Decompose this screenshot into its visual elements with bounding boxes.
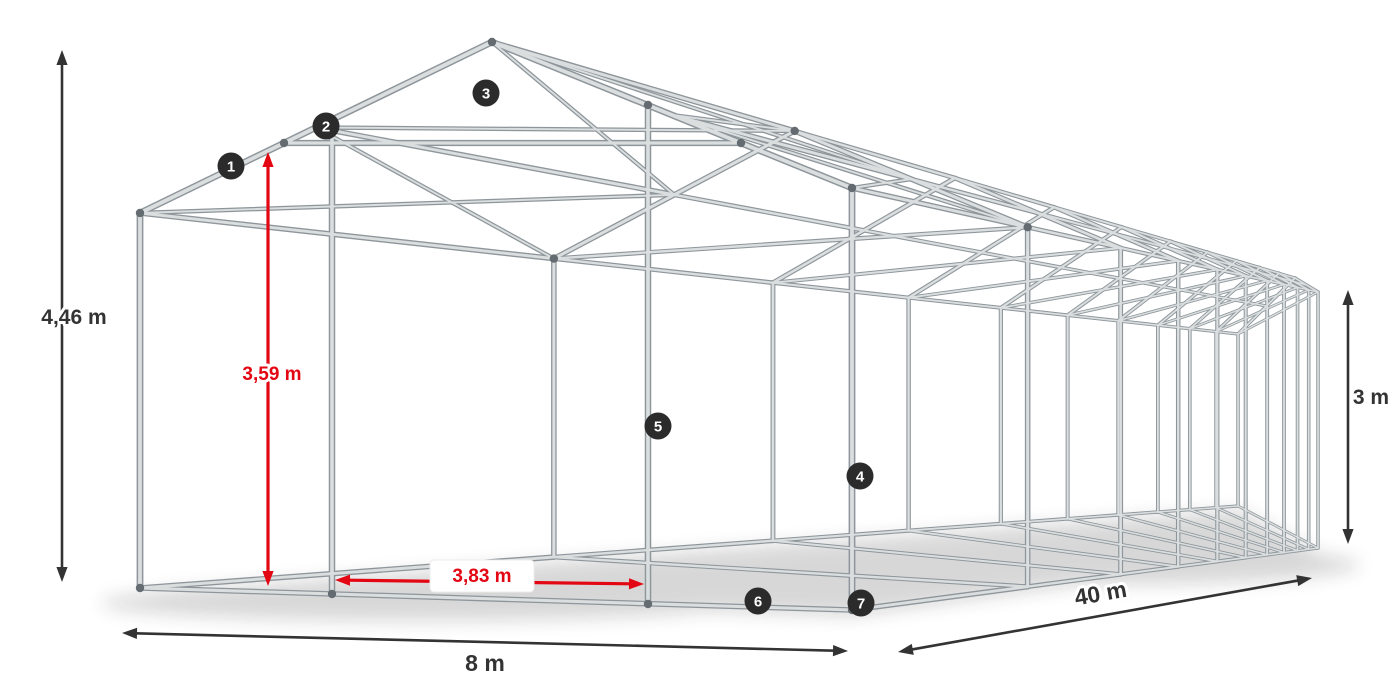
label-inner-height: 3,59 m	[242, 364, 301, 385]
label-width: 8 m	[465, 650, 505, 676]
label-side-height: 3 m	[1353, 386, 1389, 409]
label-total-height: 4,46 m	[41, 306, 106, 329]
part-marker-5: 5	[644, 412, 672, 440]
part-marker-2: 2	[312, 112, 340, 140]
label-inner-width: 3,83 m	[452, 566, 511, 587]
dimension-labels: 4,46 m 3 m 8 m 40 m 3,59 m 3,83 m	[38, 303, 1392, 679]
svg-text:1: 1	[227, 159, 235, 176]
part-marker-4: 4	[846, 462, 874, 490]
part-marker-1: 1	[217, 152, 245, 180]
frame-tubes-core	[138, 40, 1319, 612]
svg-text:2: 2	[322, 119, 330, 136]
part-marker-7: 7	[847, 589, 875, 617]
inner-width-label-box	[429, 559, 535, 593]
svg-text:3: 3	[482, 86, 490, 103]
svg-text:6: 6	[754, 594, 762, 611]
svg-text:7: 7	[857, 596, 865, 613]
part-marker-6: 6	[744, 587, 772, 615]
part-marker-3: 3	[472, 79, 500, 107]
dimension-arrows	[56, 50, 1354, 657]
inner-width-label: 3,83 m	[429, 559, 535, 593]
svg-text:4: 4	[856, 469, 865, 486]
svg-text:5: 5	[654, 419, 662, 436]
part-markers: 1 2 3 4 5 6 7	[217, 79, 875, 617]
frame-joints	[135, 37, 1032, 615]
